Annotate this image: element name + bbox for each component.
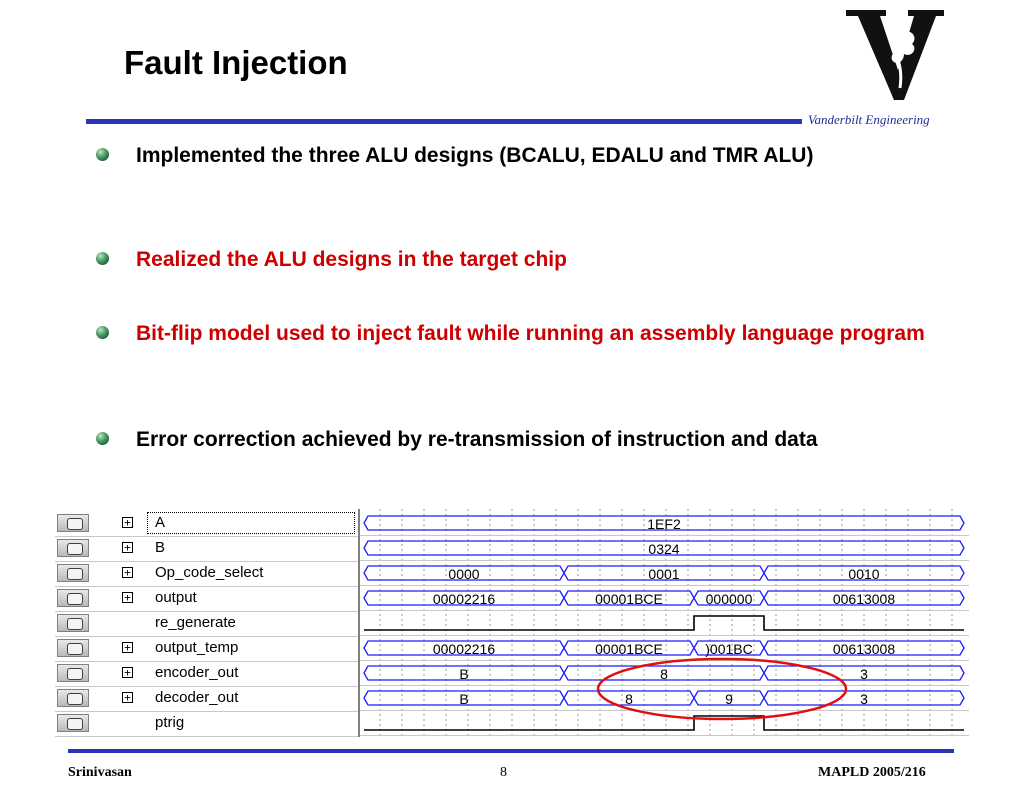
bus-value-label: 000000 (706, 591, 753, 607)
output-icon (57, 664, 89, 682)
bus-value-label: B (459, 666, 468, 682)
waveform-trace-output-temp: 00002216 00001BCE )001BC 00613008 (363, 640, 965, 657)
bus-segment (363, 515, 965, 531)
vanderbilt-logo (846, 10, 944, 100)
waveform-grid (360, 509, 969, 737)
bus-value-label: 0324 (648, 541, 679, 557)
bus-value-label: 00001BCE (595, 641, 663, 657)
expand-icon[interactable]: + (122, 517, 133, 528)
signal-name: B (155, 539, 166, 556)
waveform-trace-encoder-out: B 8 3 (363, 665, 965, 682)
waveform-trace-decoder-out: B 8 9 3 (363, 690, 965, 707)
bus-value-label: 3 (860, 666, 868, 682)
expand-icon[interactable]: + (122, 642, 133, 653)
waveform-trace-op-code-select: 0000 0001 0010 (363, 565, 965, 582)
input-icon (57, 514, 89, 532)
bus-value-label: )001BC (705, 641, 752, 657)
signal-row-b[interactable]: +B (55, 536, 358, 562)
signal-row-re-generate[interactable]: re_generate (55, 611, 358, 637)
expand-icon[interactable]: + (122, 592, 133, 603)
bus-segment (363, 540, 965, 556)
bit-trace (364, 715, 964, 731)
waveform-trace-a: 1EF2 (363, 515, 965, 532)
signal-name: A (155, 514, 166, 531)
footer-rule (68, 749, 954, 753)
waveform-trace-ptrig (364, 715, 964, 731)
expand-icon[interactable]: + (122, 567, 133, 578)
bus-value-label: 00613008 (833, 591, 896, 607)
input-icon (57, 539, 89, 557)
bullet-icon (96, 326, 109, 339)
input-icon (57, 564, 89, 582)
waveform-trace-output: 00002216 00001BCE 000000 00613008 (363, 590, 965, 607)
bus-value-label: 00002216 (433, 641, 496, 657)
output-icon (57, 589, 89, 607)
bus-segment (763, 565, 965, 581)
signal-row-encoder-out[interactable]: + encoder_out (55, 661, 358, 687)
bus-value-label: 0000 (448, 566, 479, 582)
bus-value-label: 8 (625, 691, 633, 707)
highlight-ellipse (596, 657, 848, 721)
signal-name: decoder_out (155, 689, 239, 706)
expand-icon[interactable]: + (122, 667, 133, 678)
bullet-text: Implemented the three ALU designs (BCALU… (136, 144, 814, 167)
signal-row-output[interactable]: + output (55, 586, 358, 612)
signal-name: output_temp (155, 639, 239, 656)
bus-segment (763, 590, 965, 606)
signal-name: Op_code_select (155, 564, 264, 581)
waveform-trace-b: 0324 (363, 540, 965, 557)
bus-value-label: B (459, 691, 468, 707)
signal-row-ptrig[interactable]: ptrig (55, 711, 358, 737)
bullet-icon (96, 432, 109, 445)
bullet-icon (96, 148, 109, 161)
bus-segment (763, 690, 965, 706)
bus-value-label: 00613008 (833, 641, 896, 657)
bus-value-label: 9 (725, 691, 733, 707)
bus-value-label: 8 (660, 666, 668, 682)
bullet-icon (96, 252, 109, 265)
footer-conference: MAPLD 2005/216 (818, 765, 926, 780)
signal-row-output-temp[interactable]: + output_temp (55, 636, 358, 662)
title-rule (86, 119, 802, 124)
selection-focus-box (147, 512, 355, 534)
bus-segment (763, 640, 965, 656)
logo-caption: Vanderbilt Engineering (808, 112, 930, 127)
bus-value-label: 00002216 (433, 591, 496, 607)
input-icon (57, 714, 89, 732)
output-icon (57, 689, 89, 707)
footer-author: Srinivasan (68, 765, 132, 780)
signal-row-op-code-select[interactable]: + Op_code_select (55, 561, 358, 587)
bus-value-label: 3 (860, 691, 868, 707)
expand-icon[interactable]: + (122, 692, 133, 703)
slide-title: Fault Injection (124, 44, 348, 81)
signal-name: re_generate (155, 614, 236, 631)
bus-value-label: 1EF2 (647, 516, 681, 532)
bullet-text: Realized the ALU designs in the target c… (136, 248, 567, 271)
signal-name: encoder_out (155, 664, 239, 681)
signal-row-decoder-out[interactable]: + decoder_out (55, 686, 358, 712)
bus-value-label: 0001 (648, 566, 679, 582)
signal-row-a[interactable]: +A (55, 511, 358, 537)
bus-segment (763, 665, 965, 681)
signal-name: output (155, 589, 197, 606)
page-number: 8 (500, 765, 507, 780)
output-icon (57, 639, 89, 657)
output-icon (57, 614, 89, 632)
bus-value-label: 0010 (848, 566, 879, 582)
bullet-text: Bit-flip model used to inject fault whil… (136, 322, 925, 345)
bullet-text: Error correction achieved by re-transmis… (136, 428, 818, 451)
signal-name: ptrig (155, 714, 185, 731)
bus-value-label: 00001BCE (595, 591, 663, 607)
expand-icon[interactable]: + (122, 542, 133, 553)
waveform-trace-re-generate (364, 615, 964, 631)
bit-trace (364, 615, 964, 631)
